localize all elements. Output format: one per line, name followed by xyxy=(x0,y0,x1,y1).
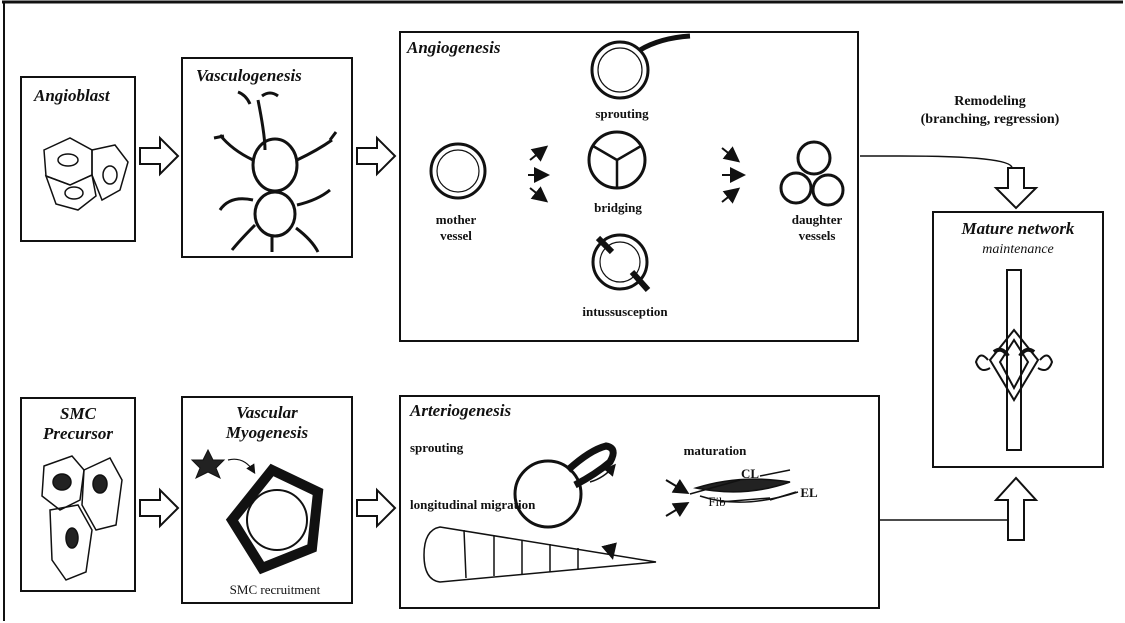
connector-angiogenesis-to-mature xyxy=(860,156,1012,168)
vascular-network-icon xyxy=(214,92,336,252)
arrow-precursor-to-myogenesis xyxy=(140,490,178,526)
smc-precursor-cells-icon xyxy=(42,456,122,580)
longitudinal-migration-cone-icon xyxy=(424,527,656,582)
sprouting-vessel-icon xyxy=(592,36,690,98)
mother-vessel-icon xyxy=(431,144,485,198)
intussusception-vessel-icon xyxy=(593,235,648,290)
maturation-cells-icon xyxy=(690,470,798,502)
smc-star-icon xyxy=(192,450,254,478)
maturation-arrows xyxy=(666,480,686,516)
angiogenesis-small-arrows xyxy=(528,148,742,202)
myogenesis-vessel-icon xyxy=(232,470,318,568)
arrow-vasculogenesis-to-angiogenesis xyxy=(357,138,395,174)
arrow-remodeling-down xyxy=(996,168,1036,208)
arteriogenesis-sprout-icon xyxy=(515,446,614,527)
arrow-myogenesis-to-arteriogenesis xyxy=(357,490,395,526)
arrow-arteriogenesis-up xyxy=(996,478,1036,540)
mature-network-icon xyxy=(976,270,1052,450)
angioblast-cells-icon xyxy=(44,138,128,210)
bridging-vessel-icon xyxy=(589,132,645,188)
daughter-vessels-icon xyxy=(781,142,843,205)
arrow-angioblast-to-vasculogenesis xyxy=(140,138,178,174)
